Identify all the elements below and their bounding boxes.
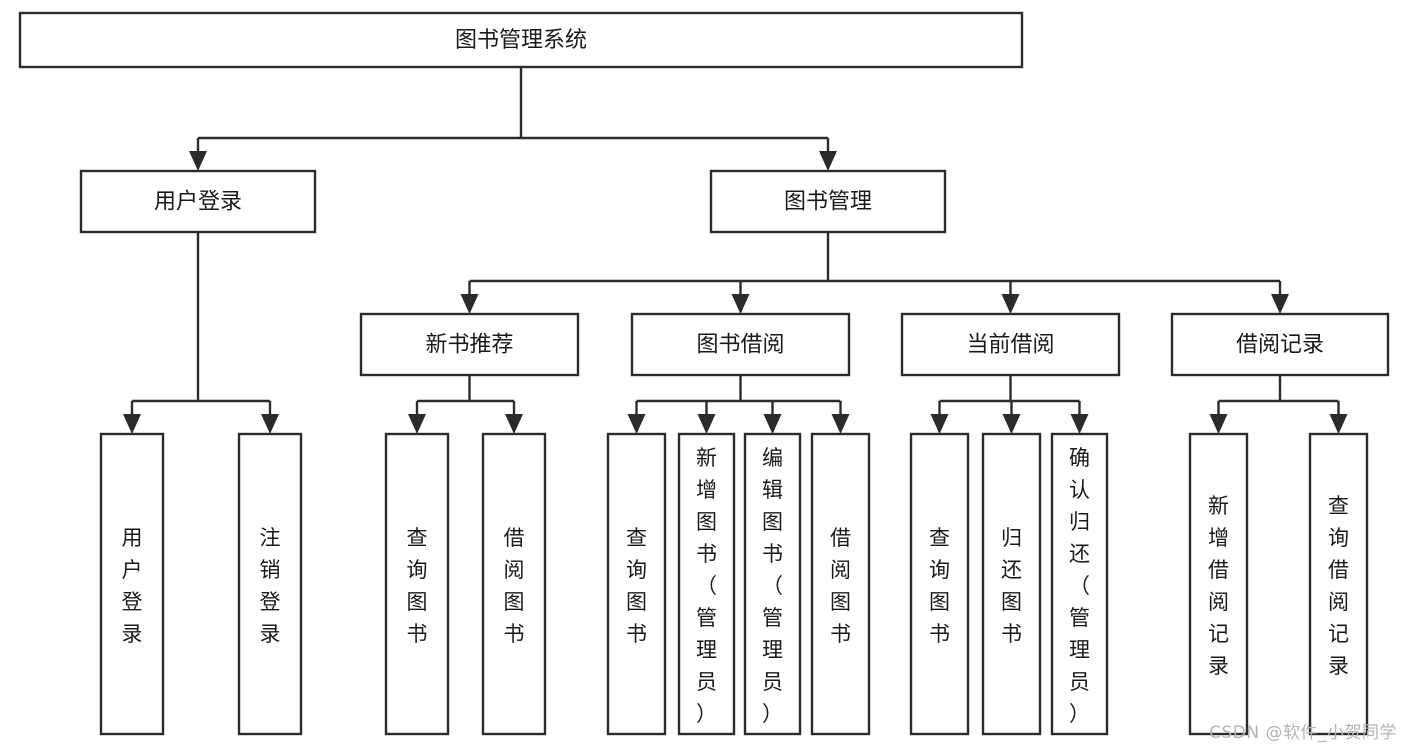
node-box [384, 432, 450, 736]
watermark-label: CSDN @软件_小贺同学 [1209, 723, 1397, 743]
arrow-head-icon [1070, 414, 1089, 434]
node-label: 查询图书 [626, 526, 647, 646]
node-leaf-add-book[interactable]: 新增图书（管理员） [677, 432, 736, 736]
node-leaf-query-book-3[interactable]: 查询图书 [909, 432, 970, 736]
node-box [709, 169, 947, 234]
node-new-book-rec[interactable]: 新书推荐 [359, 312, 580, 377]
node-box [630, 312, 851, 377]
node-box [18, 11, 1024, 69]
node-box [359, 312, 580, 377]
node-box [79, 169, 317, 234]
arrow-head-icon [189, 151, 207, 171]
node-box [1308, 432, 1369, 736]
arrow-head-icon [1001, 294, 1020, 314]
node-borrow-record[interactable]: 借阅记录 [1170, 312, 1390, 377]
arrow-head-icon [731, 294, 750, 314]
node-box [99, 432, 165, 736]
arrow-head-icon [1329, 414, 1348, 434]
node-label: 查询图书 [407, 526, 428, 646]
arrow-head-icon [261, 414, 279, 434]
node-label: 确认归还（管理员） [1069, 446, 1090, 726]
arrow-head-icon [627, 414, 646, 434]
node-label: 借阅记录 [1236, 333, 1324, 358]
node-label: 新增借阅记录 [1208, 494, 1229, 678]
node-box [810, 432, 871, 736]
node-label: 当前借阅 [966, 333, 1054, 358]
node-box [606, 432, 667, 736]
node-book-manage[interactable]: 图书管理 [709, 169, 947, 234]
arrow-head-icon [1209, 414, 1228, 434]
arrow-head-icon [819, 151, 837, 171]
node-label: 用户登录 [122, 526, 143, 646]
node-current-borrow[interactable]: 当前借阅 [900, 312, 1121, 377]
node-leaf-query-book-2[interactable]: 查询图书 [606, 432, 667, 736]
node-box [981, 432, 1042, 736]
node-box [481, 432, 547, 736]
node-label: 图书管理 [784, 190, 872, 215]
node-label: 借阅图书 [504, 526, 525, 646]
node-leaf-return-book[interactable]: 归还图书 [981, 432, 1042, 736]
node-leaf-user-login[interactable]: 用户登录 [99, 432, 165, 736]
node-box [677, 432, 736, 736]
node-leaf-logout[interactable]: 注销登录 [237, 432, 303, 736]
node-box [900, 312, 1121, 377]
arrow-head-icon [123, 414, 141, 434]
arrow-head-icon [697, 414, 716, 434]
node-label: 图书借阅 [696, 333, 784, 358]
node-label: 注销登录 [260, 526, 281, 646]
node-box [743, 432, 802, 736]
node-box [1050, 432, 1109, 736]
arrow-head-icon [460, 294, 479, 314]
node-label: 用户登录 [154, 190, 242, 215]
node-box [1170, 312, 1390, 377]
node-label: 编辑图书（管理员） [762, 446, 783, 726]
node-leaf-add-record[interactable]: 新增借阅记录 [1188, 432, 1249, 736]
node-leaf-query-record[interactable]: 查询借阅记录 [1308, 432, 1369, 736]
node-user-login[interactable]: 用户登录 [79, 169, 317, 234]
node-leaf-edit-book[interactable]: 编辑图书（管理员） [743, 432, 802, 736]
arrow-head-icon [763, 414, 782, 434]
node-label: 图书管理系统 [455, 28, 587, 53]
node-root[interactable]: 图书管理系统 [18, 11, 1024, 69]
arrow-head-icon [930, 414, 949, 434]
node-label: 查询借阅记录 [1328, 494, 1349, 678]
node-book-borrow[interactable]: 图书借阅 [630, 312, 851, 377]
arrow-head-icon [831, 414, 850, 434]
node-label: 查询图书 [929, 526, 950, 646]
node-box [1188, 432, 1249, 736]
arrow-head-icon [1002, 414, 1021, 434]
node-label: 归还图书 [1001, 526, 1022, 646]
node-leaf-query-book-1[interactable]: 查询图书 [384, 432, 450, 736]
node-leaf-borrow-book-1[interactable]: 借阅图书 [481, 432, 547, 736]
node-leaf-confirm-return[interactable]: 确认归还（管理员） [1050, 432, 1109, 736]
arrow-head-icon [505, 414, 523, 434]
arrow-head-icon [408, 414, 426, 434]
node-label: 新增图书（管理员） [696, 446, 717, 726]
node-box [237, 432, 303, 736]
node-label: 新书推荐 [425, 333, 513, 358]
arrow-head-icon [1271, 294, 1289, 314]
node-label: 借阅图书 [830, 526, 851, 646]
node-box [909, 432, 970, 736]
node-leaf-borrow-book-2[interactable]: 借阅图书 [810, 432, 871, 736]
